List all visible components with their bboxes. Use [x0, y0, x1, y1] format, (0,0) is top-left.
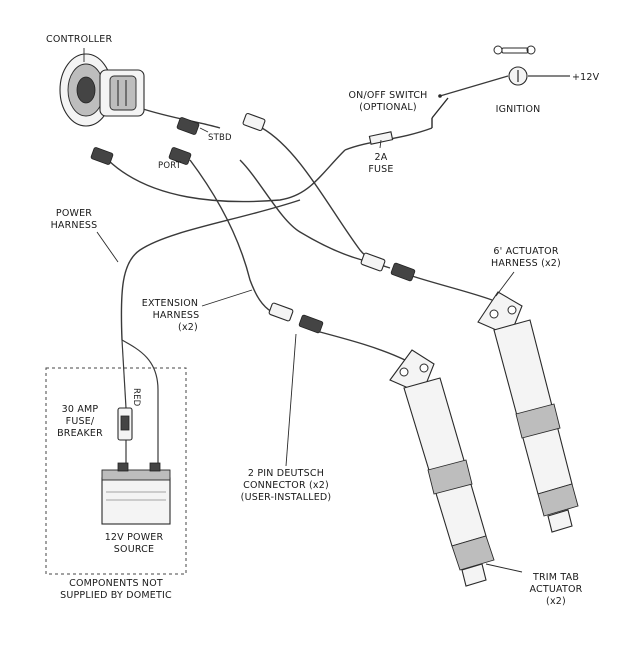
battery-terminal-pos: [117, 462, 129, 472]
battery-terminal-neg: [149, 462, 161, 472]
labels: CONTROLLER STBD PORT ON/OFF SWITCH (OPTI…: [46, 34, 600, 607]
power-loop-wire: [107, 149, 346, 203]
actuator-harness-plug: [360, 252, 386, 272]
port-harness-wire: [189, 159, 273, 313]
on-off-switch: [431, 94, 449, 128]
label-ext-1: EXTENSION: [142, 298, 198, 309]
label-port: PORT: [158, 161, 182, 171]
connectors: [90, 112, 416, 334]
actuator-stbd-rod: [547, 509, 573, 533]
label-notsupplied-2: SUPPLIED BY DOMETIC: [60, 590, 172, 601]
label-plus12v: +12V: [572, 72, 600, 83]
label-controller: CONTROLLER: [46, 34, 112, 45]
battery-body: [101, 477, 171, 525]
label-trim-3: (x2): [546, 596, 566, 607]
label-ext-2: HARNESS: [153, 310, 200, 321]
ignition: [493, 45, 536, 86]
deutsch-socket: [298, 314, 324, 334]
label-fuse30-2: FUSE/: [66, 416, 95, 427]
leader-lines: [83, 48, 523, 573]
switch-lever: [431, 97, 449, 119]
label-acth-1: 6' ACTUATOR: [493, 246, 558, 257]
label-ignition: IGNITION: [496, 104, 541, 115]
label-fuse2a-2: FUSE: [368, 164, 393, 175]
label-deutsch-2: CONNECTOR (x2): [243, 480, 329, 491]
label-fuse2a-1: 2A: [375, 152, 388, 163]
fuse-2a: [368, 131, 394, 145]
controller-back: [109, 75, 137, 111]
label-deutsch-3: (USER-INSTALLED): [241, 492, 332, 503]
label-switch-1: ON/OFF SWITCH: [348, 90, 427, 101]
label-switch-2: (OPTIONAL): [359, 102, 417, 113]
actuator-harness-socket: [390, 262, 416, 282]
label-notsupplied-1: COMPONENTS NOT: [69, 578, 163, 589]
port-plug: [168, 147, 192, 165]
power-harness-wire: [120, 199, 301, 341]
actuator-stbd-cylinder: [493, 319, 573, 495]
not-supplied-box: [45, 367, 187, 575]
label-source-2: SOURCE: [114, 544, 154, 555]
wires: [107, 75, 570, 478]
stbd-socket: [242, 112, 266, 132]
label-red: RED: [131, 388, 141, 407]
label-fuse30-3: BREAKER: [57, 428, 103, 439]
label-source-1: 12V POWER: [105, 532, 164, 543]
label-power-2: HARNESS: [51, 220, 98, 231]
actuator-stbd: [477, 291, 579, 533]
power-plug: [90, 147, 114, 165]
port-actuator-wire: [319, 331, 406, 361]
label-fuse30-1: 30 AMP: [62, 404, 99, 415]
label-trim-2: ACTUATOR: [530, 584, 583, 595]
extension-wire: [239, 159, 363, 261]
battery: [101, 462, 171, 525]
stbd-plug: [176, 117, 200, 135]
red-wire: [121, 339, 127, 409]
ignition-key-icon: [493, 45, 536, 55]
deutsch-plug: [268, 302, 294, 322]
black-wire: [121, 339, 159, 478]
ignition-wire: [439, 75, 509, 97]
label-acth-2: HARNESS (x2): [491, 258, 561, 269]
actuator-port: [389, 349, 495, 587]
battery-top: [101, 469, 171, 481]
stbd-actuator-wire: [411, 275, 493, 301]
label-deutsch-1: 2 PIN DEUTSCH: [248, 468, 324, 479]
label-power-1: POWER: [56, 208, 92, 219]
actuator-port-cylinder: [403, 377, 487, 547]
fuse-2a-body: [368, 131, 394, 145]
label-trim-1: TRIM TAB: [532, 572, 579, 583]
label-ext-3: (x2): [178, 322, 198, 333]
controller-knob: [76, 76, 96, 104]
label-stbd: STBD: [208, 133, 232, 143]
stbd-harness-wire: [261, 127, 391, 269]
fuse-30a: [117, 407, 133, 441]
actuator-port-rod: [461, 563, 487, 587]
controller: [59, 53, 145, 127]
